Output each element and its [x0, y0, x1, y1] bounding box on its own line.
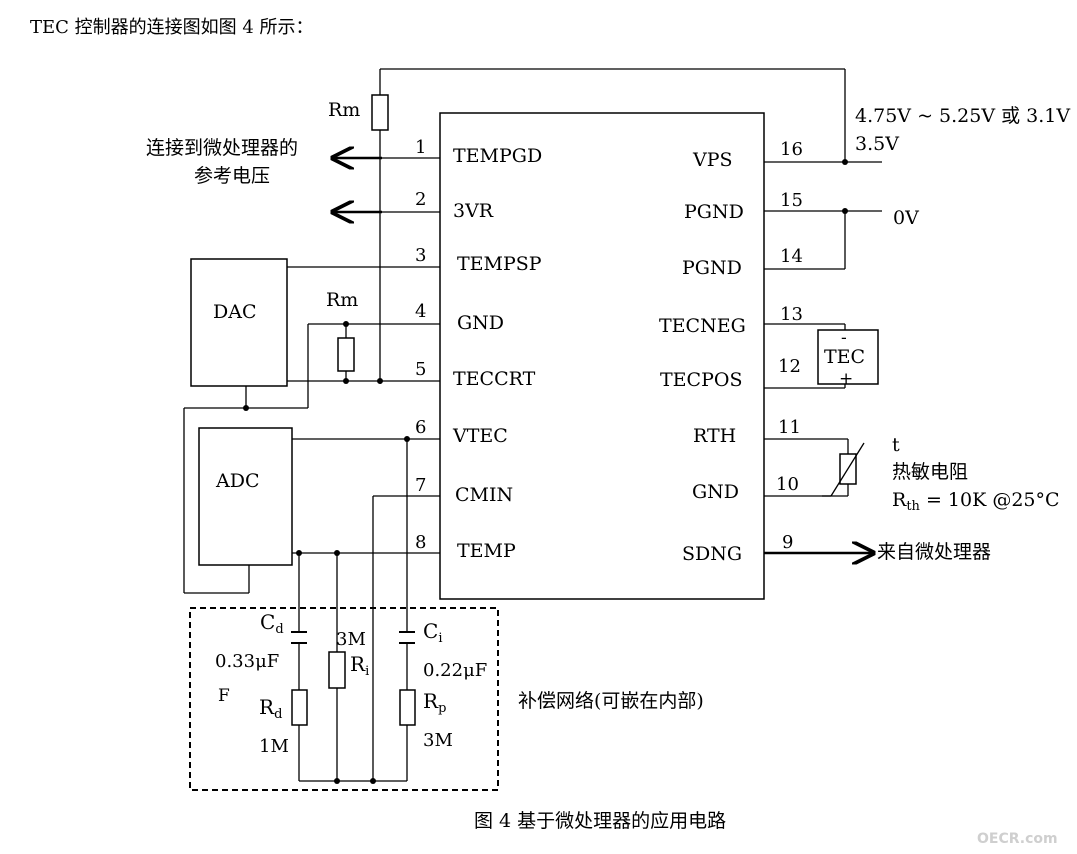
- rd-resistor: [291, 689, 308, 726]
- pin-4-name: GND: [457, 312, 504, 334]
- dac-label: DAC: [213, 301, 257, 323]
- cd-capacitor: [291, 631, 307, 644]
- pin-2-name: 3VR: [453, 200, 494, 222]
- pin-3-name: TEMPSP: [457, 253, 542, 275]
- pin-11-name: RTH: [693, 425, 736, 447]
- thermistor-name-label: 热敏电阻: [892, 461, 968, 483]
- tec-plus-label: +: [839, 369, 853, 389]
- pin-3-number: 3: [415, 245, 426, 266]
- mcu-ref-label-line2: 参考电压: [194, 165, 270, 187]
- pin-1-number: 1: [415, 137, 426, 158]
- pin-14-number: 14: [780, 246, 803, 267]
- pin-2-number: 2: [415, 189, 426, 210]
- pin-9-number: 9: [782, 532, 793, 553]
- tec-minus-label: -: [841, 328, 847, 348]
- pin-4-number: 4: [415, 301, 426, 322]
- pin-12-number: 12: [778, 356, 801, 377]
- tec-module: [817, 329, 879, 385]
- pin-8-number: 8: [415, 532, 426, 553]
- adc-block: [198, 427, 293, 566]
- rp-label: Rp: [423, 689, 446, 716]
- ci-value-label: 0.22μF: [423, 660, 487, 681]
- compensation-label: 补偿网络(可嵌在内部): [518, 690, 704, 712]
- pin-16-name: VPS: [692, 149, 733, 171]
- rm-mid-resistor: [337, 337, 355, 372]
- pin-10-name: GND: [692, 481, 739, 503]
- right-pin-labels: 16 VPS 15 PGND 14 PGND 13 TECNEG 12 TECP…: [659, 139, 803, 565]
- pin-7-name: CMIN: [455, 484, 513, 506]
- pin-13-number: 13: [780, 304, 803, 325]
- ci-label: Ci: [423, 619, 442, 646]
- cd-label: Cd: [260, 610, 284, 637]
- rd-value-label: 1M: [259, 736, 289, 757]
- rm-top-label: Rm: [328, 99, 360, 121]
- right-pin-wires: [764, 161, 882, 497]
- pin-11-number: 11: [778, 417, 801, 438]
- pin-14-name: PGND: [682, 257, 742, 279]
- left-pin-labels: 1 TEMPGD 2 3VR 3 TEMPSP 4 GND 5 TECCRT 6…: [415, 137, 542, 562]
- thermistor-slash: [830, 442, 865, 497]
- pin-1-name: TEMPGD: [453, 145, 542, 167]
- ri-resistor: [328, 651, 346, 689]
- rd-label: Rd: [259, 695, 282, 722]
- pin-5-name: TECCRT: [453, 368, 536, 390]
- junction-dots: [243, 159, 848, 784]
- ri-label: Ri: [350, 652, 369, 679]
- pin-13-name: TECNEG: [659, 315, 746, 337]
- mcu-ref-label-line1: 连接到微处理器的: [146, 137, 298, 159]
- pin-16-number: 16: [780, 139, 803, 160]
- rm-top-resistor: [371, 94, 389, 131]
- pin-7-number: 7: [415, 475, 426, 496]
- ground-0v-label: 0V: [893, 207, 919, 229]
- adc-label: ADC: [215, 470, 260, 492]
- rth-value-label: Rth = 10K @25°C: [892, 489, 1060, 514]
- tec-label: TEC: [824, 346, 865, 368]
- pin-12-name: TECPOS: [660, 369, 742, 391]
- supply-loop: [379, 68, 846, 381]
- intro-text: TEC 控制器的连接图如图 4 所示：: [30, 17, 314, 38]
- pin-10-number: 10: [776, 474, 799, 495]
- pin-9-name: SDNG: [682, 543, 742, 565]
- pin-5-number: 5: [415, 359, 426, 380]
- from-mcu-label: 来自微处理器: [877, 541, 991, 563]
- cd-value-label: 0.33μF: [215, 651, 279, 672]
- watermark-text: OECR.com: [977, 831, 1058, 847]
- compensation-box: [189, 607, 499, 791]
- pin-8-name: TEMP: [457, 540, 516, 562]
- thermistor-t-label: t: [892, 434, 900, 456]
- rp-resistor: [399, 689, 416, 726]
- pin-15-name: PGND: [684, 201, 744, 223]
- rp-value-label: 3M: [423, 730, 453, 751]
- compensation-wiring: [298, 439, 408, 782]
- stray-f-label: F: [218, 686, 230, 706]
- ri-value-label: 3M: [336, 629, 366, 650]
- supply-voltage-line1: 4.75V ~ 5.25V 或 3.1V: [855, 105, 1070, 127]
- pin-15-number: 15: [780, 190, 803, 211]
- ci-capacitor: [399, 631, 415, 644]
- supply-voltage-line2: 3.5V: [855, 133, 899, 155]
- pin-6-name: VTEC: [452, 425, 508, 447]
- dac-block: [190, 258, 288, 387]
- figure-caption: 图 4 基于微处理器的应用电路: [474, 810, 726, 832]
- pin-6-number: 6: [415, 417, 426, 438]
- rm-mid-label: Rm: [326, 289, 358, 311]
- tec-controller-chip: [439, 112, 765, 600]
